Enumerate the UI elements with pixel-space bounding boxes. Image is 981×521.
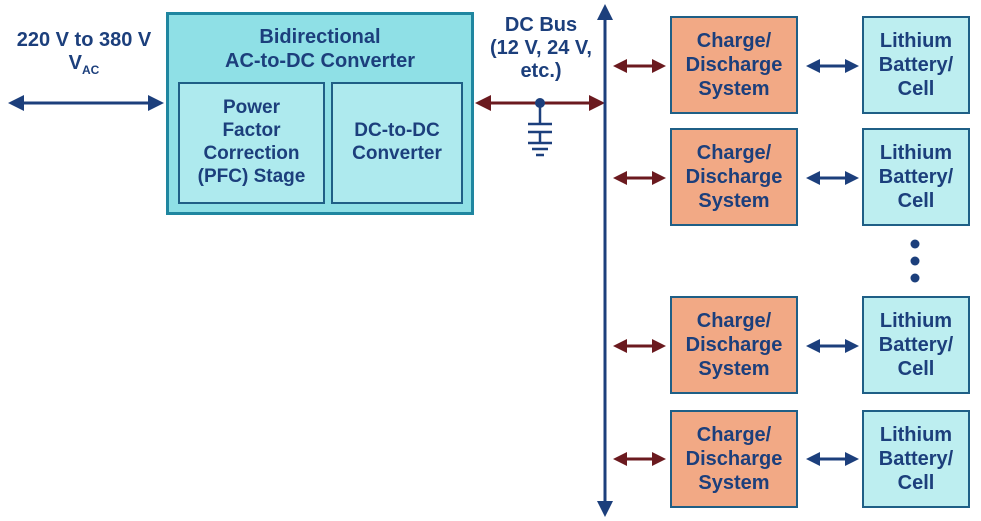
cell-label-line3: Cell — [897, 358, 935, 380]
dc-dc-converter-box: DC-to-DC Converter — [331, 82, 463, 204]
dc-bus-label-line3: etc.) — [520, 60, 562, 82]
pfc-label-line4: (PFC) Stage — [197, 165, 306, 187]
charge-label-line1: Charge/ — [696, 30, 772, 52]
lithium-cell-3: Lithium Battery/ Cell — [862, 296, 970, 394]
charge-label-line3: System — [698, 78, 770, 100]
charge-discharge-system-2: Charge/ Discharge System — [670, 128, 798, 226]
dcdc-label-line2: Converter — [352, 143, 442, 164]
converter-title-line2: AC-to-DC Converter — [225, 50, 415, 72]
charge-to-cell-arrow-2 — [806, 171, 859, 185]
lithium-cell-4: Lithium Battery/ Cell — [862, 410, 970, 508]
cell-label-line3: Cell — [897, 472, 935, 494]
charge-to-cell-arrows — [806, 59, 859, 466]
pfc-label-line1: Power — [222, 97, 281, 119]
charge-label-line2: Discharge — [685, 54, 783, 76]
ac-input-label: 220 V to 380 V VAC — [4, 29, 164, 78]
charge-label-line1: Charge/ — [696, 142, 772, 164]
charge-label-line1: Charge/ — [696, 310, 772, 332]
cell-label-line2: Battery/ — [878, 54, 954, 76]
ac-input-arrow — [8, 95, 164, 111]
ellipsis-dots — [910, 239, 920, 283]
charge-label-line2: Discharge — [685, 334, 783, 356]
bus-to-charge-arrow-3 — [613, 339, 666, 353]
bus-to-charge-arrow-1 — [613, 59, 666, 73]
charge-to-cell-arrow-3 — [806, 339, 859, 353]
cell-label-line2: Battery/ — [878, 334, 954, 356]
pfc-label-line2: Factor — [222, 120, 281, 142]
dcdc-label-line1: DC-to-DC — [354, 120, 440, 142]
dc-bus-label-line1: DC Bus — [504, 14, 578, 36]
charge-label-line2: Discharge — [685, 166, 783, 188]
vac-label: VAC — [68, 52, 100, 77]
pfc-label-line3: Correction — [203, 143, 300, 164]
converter-title-line1: Bidirectional — [259, 26, 381, 48]
cell-label-line1: Lithium — [879, 142, 953, 164]
lithium-cell-1: Lithium Battery/ Cell — [862, 16, 970, 114]
charge-discharge-system-1: Charge/ Discharge System — [670, 16, 798, 114]
charge-to-cell-arrow-1 — [806, 59, 859, 73]
charge-label-line2: Discharge — [685, 448, 783, 470]
cell-label-line3: Cell — [897, 190, 935, 212]
charge-discharge-system-4: Charge/ Discharge System — [670, 410, 798, 508]
capacitor-ground-symbol — [528, 98, 552, 157]
cell-label-line2: Battery/ — [878, 166, 954, 188]
lithium-cell-2: Lithium Battery/ Cell — [862, 128, 970, 226]
cell-label-line1: Lithium — [879, 310, 953, 332]
ac-voltage-range: 220 V to 380 V — [16, 29, 152, 51]
dc-bus-label: DC Bus (12 V, 24 V, etc.) — [476, 14, 606, 83]
cell-label-line3: Cell — [897, 78, 935, 100]
charge-label-line3: System — [698, 358, 770, 380]
bus-to-charge-arrows — [613, 59, 666, 466]
charge-to-cell-arrow-4 — [806, 452, 859, 466]
pfc-stage-box: Power Factor Correction (PFC) Stage — [178, 82, 325, 204]
charge-discharge-system-3: Charge/ Discharge System — [670, 296, 798, 394]
charge-label-line3: System — [698, 472, 770, 494]
cell-label-line1: Lithium — [879, 30, 953, 52]
cell-label-line2: Battery/ — [878, 448, 954, 470]
charge-label-line1: Charge/ — [696, 424, 772, 446]
charge-label-line3: System — [698, 190, 770, 212]
dc-bus-line — [597, 4, 613, 517]
bus-to-charge-arrow-2 — [613, 171, 666, 185]
cell-label-line1: Lithium — [879, 424, 953, 446]
dc-bus-label-line2: (12 V, 24 V, — [490, 37, 592, 59]
bus-to-charge-arrow-4 — [613, 452, 666, 466]
